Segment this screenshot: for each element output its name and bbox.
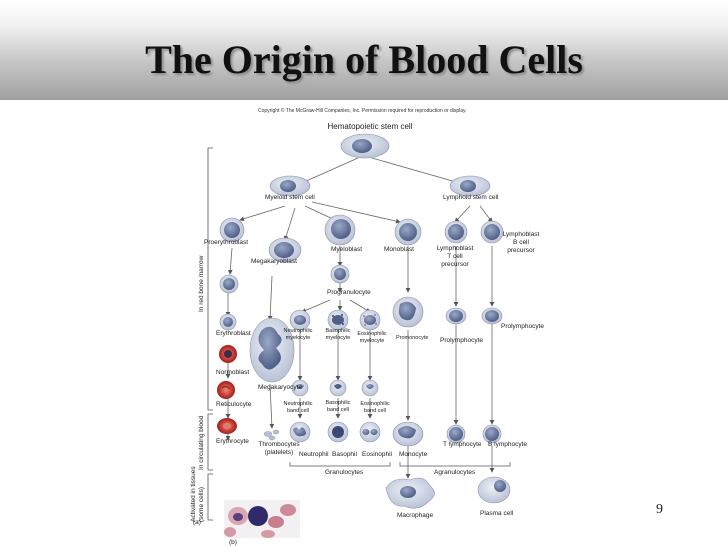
thrombocytes-label: Thrombocytes (platelets) xyxy=(258,441,300,456)
progranulocyte-label: Progranulocyte xyxy=(327,289,371,296)
monocyte-label: Monocyte xyxy=(399,451,428,458)
zone-brackets xyxy=(207,147,213,521)
erythroblast-cell xyxy=(219,313,237,331)
basophilic-myelocyte-cell xyxy=(327,309,349,331)
myeloblast-label: Myeloblast xyxy=(331,246,363,253)
neutrophilic-band-label: Neutrophilic band cell xyxy=(283,401,313,414)
eosinophilic-band-label: Eosinophilic band cell xyxy=(360,401,390,414)
group-brackets xyxy=(289,462,511,467)
plasma-cell-label: Plasma cell xyxy=(480,510,514,517)
blood-smear-photo xyxy=(224,500,300,538)
plasma-cell xyxy=(477,476,511,504)
prolymphocyte-t-label: Prolymphocyte xyxy=(440,337,483,344)
monocyte-cell xyxy=(392,421,424,447)
myeloblast-cell xyxy=(324,214,356,246)
t-lymphocyte-cell xyxy=(446,424,466,444)
neutrophilic-myelocyte-cell xyxy=(289,309,311,331)
monoblast-label: Monoblast xyxy=(384,246,414,253)
platelet-cells xyxy=(263,429,280,441)
macrophage-label: Macrophage xyxy=(397,512,434,519)
monoblast-cell xyxy=(394,218,422,246)
myeloid-stem-cell xyxy=(269,175,311,197)
lymphoblast-b-cell xyxy=(480,220,504,244)
copyright-notice: Copyright © The McGraw-Hill Companies, I… xyxy=(258,108,467,114)
lymphoblast-b-label: Lymphoblast B cell precursor xyxy=(502,231,540,254)
basophilic-band-label: Basophilic band cell xyxy=(325,400,351,413)
early-erythroblast-cell xyxy=(219,274,239,294)
granulocyte-dots xyxy=(291,379,379,397)
circulating-blood-side-label: In circulating blood xyxy=(198,415,205,470)
normoblast-label: Normoblast xyxy=(216,369,250,376)
basophil-cell xyxy=(327,421,349,443)
prolymphocyte-b-cell xyxy=(481,307,503,325)
agranulocytes-label: Agranulocytes xyxy=(434,469,476,476)
eosinophil-label: Eosinophil xyxy=(362,451,392,458)
myeloid-stem-cell-label: Myeloid stem cell xyxy=(265,194,315,201)
megakaryoblast-cell xyxy=(268,237,302,263)
page-number: 9 xyxy=(656,502,663,517)
title-bar xyxy=(0,0,728,100)
lymphoblast-t-cell xyxy=(444,220,468,244)
macrophage-cell xyxy=(385,477,435,509)
erythrocyte-cell xyxy=(217,418,237,434)
reticulocyte-cell xyxy=(217,381,235,399)
lineage-arrows xyxy=(225,157,495,479)
t-lymphocyte-label: T lymphocyte xyxy=(443,441,482,448)
neutrophil-cell xyxy=(289,421,311,443)
activated-tissues-side-label: Activated in tissues (some cells) xyxy=(190,466,205,522)
normoblast-cell xyxy=(219,345,237,363)
b-lymphocyte-label: B lymphocyte xyxy=(488,441,528,448)
reticulocyte-label: Reticulocyte xyxy=(216,401,252,408)
lymphoid-stem-cell-label: Lymphoid stem cell xyxy=(443,194,499,201)
megakaryoblast-label: Megakaryoblast xyxy=(251,258,297,265)
hematopoietic-stem-cell xyxy=(340,133,390,159)
eosinophilic-myelocyte-cell xyxy=(359,309,381,331)
proerythroblast-cell xyxy=(219,217,245,243)
lymphoid-stem-cell xyxy=(449,175,491,197)
b-lymphocyte-cell xyxy=(482,424,502,444)
bone-marrow-side-label: In red bone marrow xyxy=(198,255,205,312)
basophil-label: Basophil xyxy=(332,451,357,458)
granulocytes-label: Granulocytes xyxy=(325,469,364,476)
megakaryocyte-large-cell xyxy=(249,317,295,383)
neutrophilic-myelocyte-label: Neutrophilic myelocyte xyxy=(283,328,313,341)
promonocyte-cell xyxy=(392,296,424,328)
proerythroblast-label: Proerythroblast xyxy=(204,239,249,246)
hematopoietic-stem-cell-label: Hematopoietic stem cell xyxy=(327,122,413,131)
erythroblast-label: Erythroblast xyxy=(216,330,251,337)
panel-a-label: (a) xyxy=(193,519,201,526)
basophilic-myelocyte-label: Basophilic myelocyte xyxy=(325,328,351,341)
neutrophil-label: Neutrophil xyxy=(299,451,329,458)
promonocyte-label: Promonocyte xyxy=(396,335,429,341)
prolymphocyte-b-label: Prolymphocyte xyxy=(501,323,544,330)
progranulocyte-cell xyxy=(330,264,350,284)
slide-title: The Origin of Blood Cells xyxy=(145,37,583,82)
prolymphocyte-t-cell xyxy=(445,307,467,325)
megakaryocyte-label: Megakaryocyte xyxy=(258,384,303,391)
lymphoblast-t-label: Lymphoblast T cell precursor xyxy=(436,245,474,268)
panel-b-label: (b) xyxy=(229,539,237,546)
eosinophil-cell xyxy=(359,421,381,443)
erythrocyte-label: Erythrocyte xyxy=(216,438,249,445)
eosinophilic-myelocyte-label: Eosinophilic myelocyte xyxy=(357,331,387,344)
